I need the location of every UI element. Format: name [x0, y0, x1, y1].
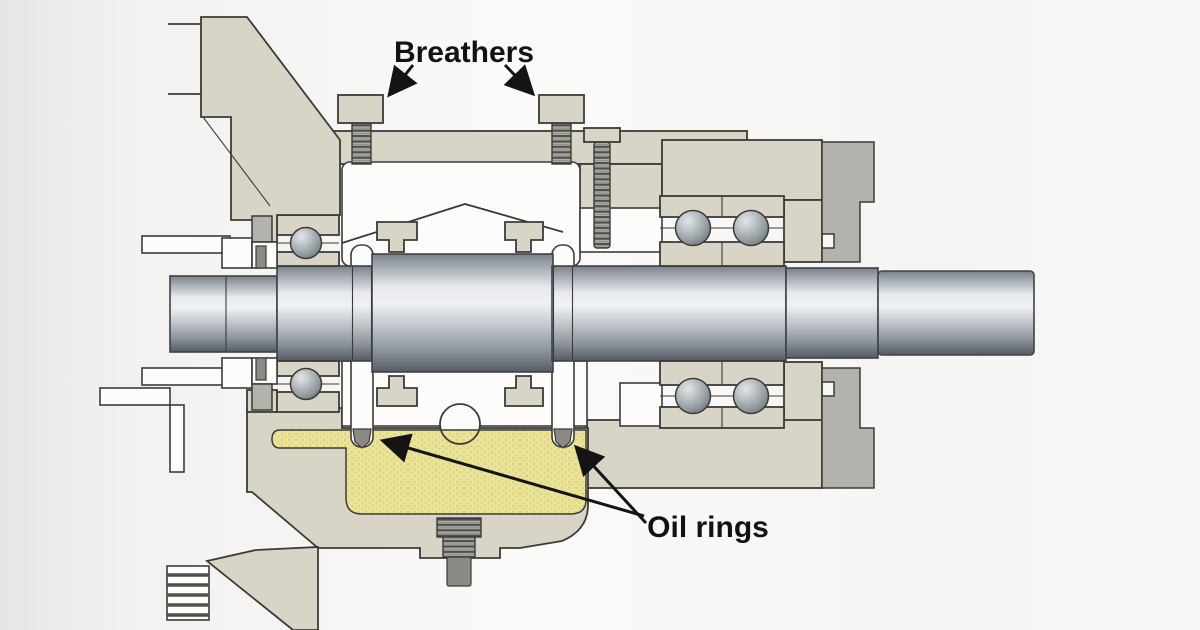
bearing-ball	[674, 209, 712, 247]
ring-guide-lower-right	[504, 375, 544, 407]
housing-bolt	[583, 127, 621, 249]
bearing-ball	[732, 377, 770, 415]
drain-plug	[436, 517, 482, 587]
casing-ribs	[166, 565, 210, 621]
breather-cap	[538, 94, 585, 124]
sight-glass	[439, 403, 481, 445]
shaft-section-right-bearing	[551, 265, 787, 362]
breather-stem	[351, 122, 372, 165]
casing-foot	[204, 546, 319, 630]
left-ball-bearing	[276, 214, 340, 413]
bearing-bracket-top	[661, 139, 823, 201]
breather-left	[337, 94, 384, 165]
shaft-section-left-bearing	[276, 265, 374, 362]
ring-guide-lower-left	[376, 375, 418, 407]
bolt-shank	[593, 141, 611, 249]
end-cover-top	[821, 141, 875, 263]
drain-plug-body	[442, 536, 476, 558]
bracket-inner-top	[783, 199, 823, 263]
bearing-ball	[674, 377, 712, 415]
bracket-bottom-block	[586, 419, 823, 489]
breather-right	[538, 94, 585, 165]
flange-bar	[141, 235, 231, 254]
oil-ring-left-tip	[352, 428, 372, 449]
drain-plug-flange	[436, 517, 482, 538]
breather-arrow-left	[387, 64, 418, 98]
shaft-section-left	[169, 275, 278, 353]
bearing-ball	[289, 226, 323, 260]
shaft-section-center	[371, 253, 554, 373]
shaft	[169, 253, 1035, 373]
end-cover-bottom	[821, 367, 875, 489]
flange-stub-lines	[168, 23, 201, 95]
end-cover	[821, 141, 875, 489]
shaft-end	[877, 270, 1035, 356]
bearing-ball	[289, 367, 323, 401]
breather-cap	[337, 94, 384, 124]
oil-ring-arrow-left	[379, 433, 645, 518]
bracket-inner-bottom	[783, 361, 823, 427]
cavity-upper	[341, 161, 581, 267]
bearing-ball	[732, 209, 770, 247]
annotations: Breathers Oil rings	[379, 36, 769, 544]
housing-cavity	[341, 161, 663, 427]
flange-bar	[99, 387, 171, 406]
oil-ring-right-tip	[553, 428, 573, 449]
oil-pool	[271, 429, 587, 515]
flange-bar	[141, 367, 231, 386]
ring-guide-upper-left	[376, 221, 418, 253]
pump-casing	[99, 16, 341, 621]
drain-plug-hex	[446, 556, 472, 587]
cavity-lower-right	[619, 382, 663, 427]
breathers-label: Breathers	[394, 36, 534, 69]
shaft-seal-gland	[221, 215, 278, 411]
breather-arrow-right	[503, 63, 536, 97]
cavity-right-notch	[579, 207, 663, 253]
ring-guide-upper-right	[504, 221, 544, 253]
shaft-section-cover	[785, 267, 879, 359]
housing-right-wall	[579, 163, 663, 211]
right-ball-bearing	[659, 195, 785, 429]
oil-ring-details	[351, 266, 574, 449]
oil-ring-arrow-right	[573, 444, 648, 525]
casing-inner-line	[202, 116, 271, 207]
breather-stem	[551, 122, 572, 165]
flange-tab	[169, 404, 185, 473]
oil-rings-label: Oil rings	[647, 511, 769, 544]
bolt-head	[583, 127, 621, 143]
